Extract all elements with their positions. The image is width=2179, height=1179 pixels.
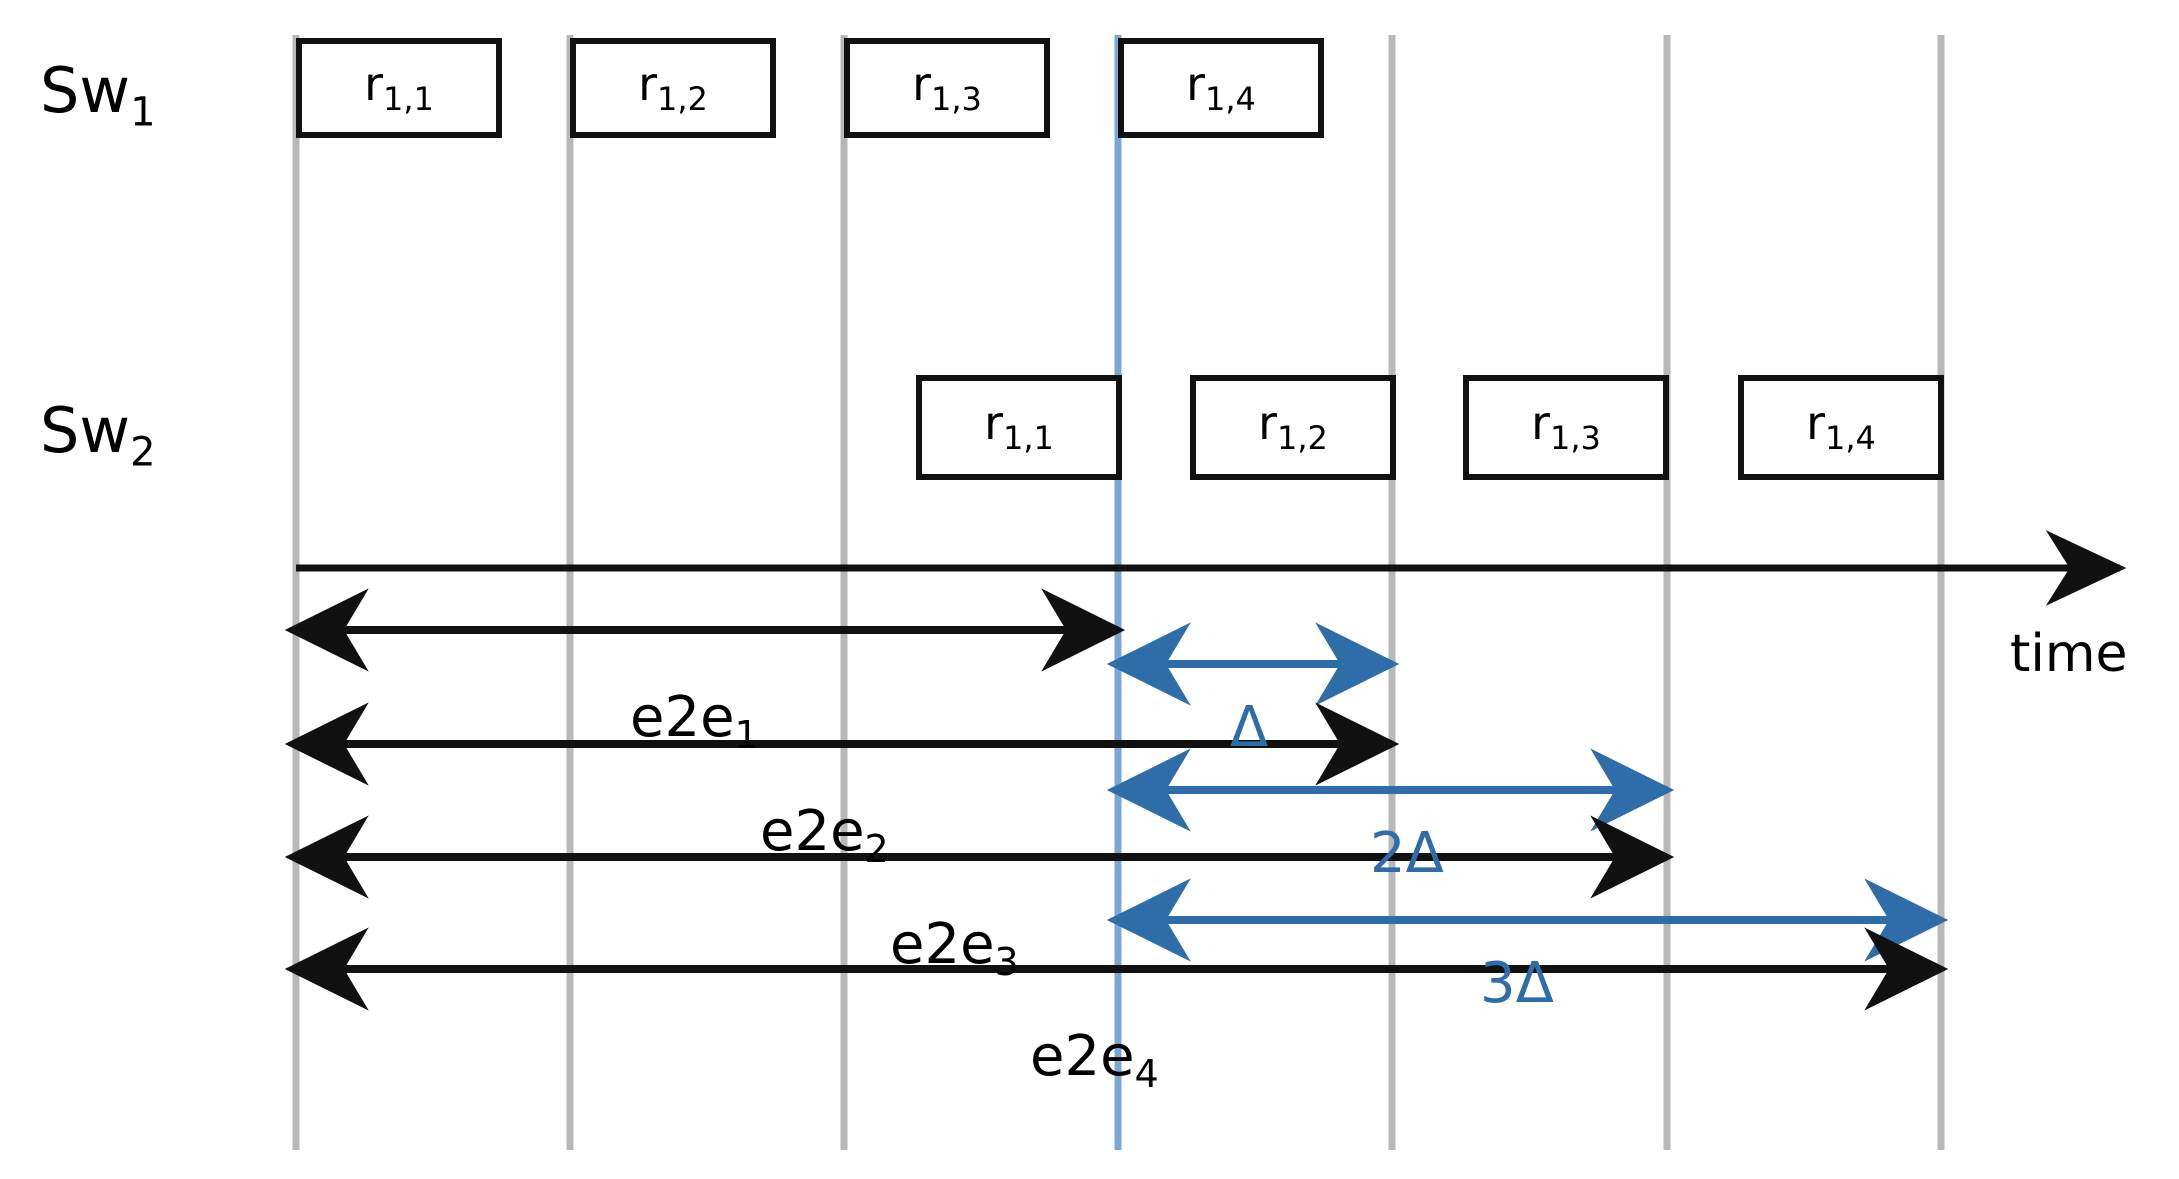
measure-label-subscript: 2 <box>864 827 889 872</box>
measure-label-e2e1: e2e1 <box>630 690 759 758</box>
lane-label-sw1: Sw1 <box>40 60 156 136</box>
packet-label-subscript: 1,4 <box>1205 80 1256 119</box>
packet-box-sw2-2: r1,2 <box>1190 375 1396 480</box>
packet-box-sw2-4: r1,4 <box>1738 375 1944 480</box>
packet-label-base: r <box>1806 396 1826 451</box>
measure-label-base: 2Δ <box>1370 821 1444 886</box>
lane-label-base: Sw <box>40 394 131 467</box>
lane-label-base: Sw <box>40 54 131 127</box>
packet-box-sw1-2: r1,2 <box>570 38 776 138</box>
gridlines-group <box>292 35 1945 1150</box>
packet-label: r1,4 <box>1186 61 1256 115</box>
packet-label-subscript: 1,3 <box>931 80 982 119</box>
lane-label-sw2: Sw2 <box>40 400 156 476</box>
measure-label-base: Δ <box>1230 695 1269 760</box>
packet-label: r1,1 <box>984 400 1054 454</box>
packet-label-subscript: 1,1 <box>1003 419 1054 458</box>
measure-label-delta2: 2Δ <box>1370 826 1444 882</box>
lane-label-subscript: 2 <box>130 429 156 476</box>
packet-label: r1,3 <box>1531 400 1601 454</box>
packet-box-sw1-1: r1,1 <box>296 38 502 138</box>
packet-label: r1,2 <box>1258 400 1328 454</box>
measure-label-delta1: Δ <box>1230 700 1268 756</box>
packet-label-base: r <box>1186 56 1206 111</box>
lane-label-subscript: 1 <box>130 89 156 136</box>
packet-box-sw2-3: r1,3 <box>1463 375 1669 480</box>
packet-label-subscript: 1,1 <box>383 80 434 119</box>
measure-label-delta3: 3Δ <box>1480 956 1554 1012</box>
measure-label-base: 3Δ <box>1480 951 1554 1016</box>
measure-label-base: e2e <box>630 685 735 750</box>
packet-label-base: r <box>1258 396 1278 451</box>
packet-label-subscript: 1,3 <box>1550 419 1601 458</box>
measure-label-e2e4: e2e4 <box>1030 1029 1159 1097</box>
packet-box-sw1-3: r1,3 <box>844 38 1050 138</box>
measure-label-base: e2e <box>890 912 995 977</box>
packet-label-subscript: 1,4 <box>1825 419 1876 458</box>
packet-box-sw1-4: r1,4 <box>1118 38 1324 138</box>
measure-arrows-group <box>284 588 1949 1011</box>
packet-label: r1,1 <box>364 61 434 115</box>
measure-label-base: e2e <box>760 799 865 864</box>
measure-label-e2e3: e2e3 <box>890 917 1019 985</box>
packet-box-sw2-1: r1,1 <box>916 375 1122 480</box>
packet-label: r1,4 <box>1806 400 1876 454</box>
packet-label-base: r <box>1531 396 1551 451</box>
measure-label-subscript: 4 <box>1134 1052 1159 1097</box>
measure-label-base: e2e <box>1030 1024 1135 1089</box>
packet-label-subscript: 1,2 <box>657 80 708 119</box>
packet-label: r1,3 <box>912 61 982 115</box>
measure-label-subscript: 1 <box>734 713 759 758</box>
measure-label-e2e2: e2e2 <box>760 804 889 872</box>
packet-label-base: r <box>984 396 1004 451</box>
packet-label: r1,2 <box>638 61 708 115</box>
packet-label-base: r <box>912 56 932 111</box>
packet-label-base: r <box>364 56 384 111</box>
packet-label-base: r <box>638 56 658 111</box>
time-axis-label: time <box>2010 624 2128 684</box>
packet-label-subscript: 1,2 <box>1277 419 1328 458</box>
measure-label-subscript: 3 <box>994 940 1019 985</box>
